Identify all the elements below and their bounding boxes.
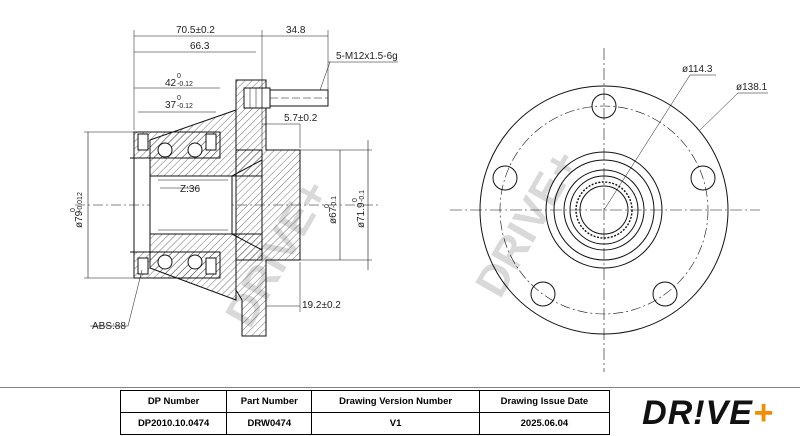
value-issue-date: 2025.06.04 xyxy=(478,412,611,435)
side-view-dimensions: 70.5±0.2 34.8 5-M12x1.5-6g 66.3 42 0 -0.… xyxy=(70,25,398,332)
value-drawing-version: V1 xyxy=(311,412,480,435)
dim-pilot-diameter-2-tol-upper: 0 xyxy=(352,198,359,202)
dim-bearing-width-inner-tol-lower: -0.12 xyxy=(177,103,193,110)
dim-pcd: ø114.3 xyxy=(682,64,713,75)
dim-spline-teeth: Z:36 xyxy=(180,184,200,195)
side-section-view xyxy=(75,30,398,337)
header-dp-number: DP Number xyxy=(119,390,228,413)
dim-outer-diameter: ø79 xyxy=(74,210,85,228)
dim-pilot-diameter-group: ø67 0 -0.1 xyxy=(324,196,339,224)
dim-bearing-width-inner: 37 xyxy=(165,100,177,111)
dim-pilot-diameter-tol-lower: -0.1 xyxy=(331,196,338,208)
value-part-number: DRW0474 xyxy=(226,412,313,435)
value-dp-number: DP2010.10.0474 xyxy=(119,412,228,435)
front-view xyxy=(450,48,768,372)
dim-pilot-diameter-2: ø71.9 xyxy=(356,202,367,228)
dim-outer-diameter-tol-upper: 0 xyxy=(70,208,77,212)
header-issue-date: Drawing Issue Date xyxy=(478,390,611,413)
dim-pilot-diameter-2-group: ø71.9 0 -0.1 xyxy=(352,190,367,228)
title-block: DP Number Part Number Drawing Version Nu… xyxy=(119,390,611,435)
dim-outer-diameter-group: ø79 0 -0.012 xyxy=(70,192,85,228)
dim-pilot-diameter-2-tol-lower: -0.1 xyxy=(359,190,366,202)
watermark-right: DRIVE+ xyxy=(466,142,589,305)
dim-pilot-diameter-tol-upper: 0 xyxy=(324,204,331,208)
header-drawing-version: Drawing Version Number xyxy=(311,390,480,413)
dim-bearing-width-outer-tol-upper: 0 xyxy=(177,73,181,80)
technical-drawing: DRIVE+ DRIVE+ xyxy=(0,25,800,388)
dim-stud-length: 34.8 xyxy=(286,25,306,36)
dim-bearing-width-outer-tol-lower: -0.12 xyxy=(177,81,193,88)
front-view-dimensions: ø114.3 ø138.1 xyxy=(682,64,768,93)
dim-flange-offset: 5.7±0.2 xyxy=(284,113,318,124)
dim-flange-diameter: ø138.1 xyxy=(736,82,768,93)
dim-bearing-width-inner-tol-upper: 0 xyxy=(177,95,181,102)
title-block-header-row: DP Number Part Number Drawing Version Nu… xyxy=(119,390,611,413)
brand-logo: DR!VE+ xyxy=(620,392,796,434)
dim-thread: 5-M12x1.5-6g xyxy=(336,51,398,62)
dim-abs-ring: ABS:88 xyxy=(92,321,126,332)
dim-pilot-diameter: ø67 xyxy=(328,206,339,224)
dim-bearing-width-outer: 42 xyxy=(165,78,177,89)
dim-outer-diameter-tol-lower: -0.012 xyxy=(77,192,84,212)
dim-flange-thickness: 19.2±0.2 xyxy=(302,300,341,311)
header-part-number: Part Number xyxy=(226,390,313,413)
brand-logo-plus: + xyxy=(752,393,774,432)
title-block-value-row: DP2010.10.0474 DRW0474 V1 2025.06.04 xyxy=(119,412,611,435)
dim-overall-depth: 70.5±0.2 xyxy=(176,25,215,36)
dim-hub-depth: 66.3 xyxy=(190,41,210,52)
brand-logo-text: DR!VE xyxy=(642,393,753,432)
